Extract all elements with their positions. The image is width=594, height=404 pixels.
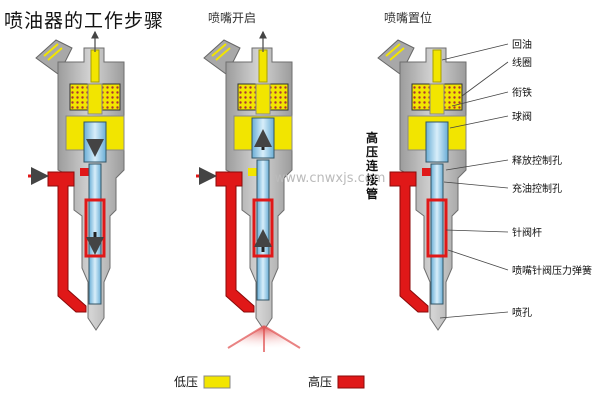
feed-hole [80, 168, 94, 176]
leader-line [441, 43, 509, 61]
side-label-char: 管 [366, 186, 378, 201]
part-label: 释放控制孔 [512, 154, 562, 167]
page-title: 喷油器的工作步骤 [4, 10, 165, 32]
feed-hole [422, 168, 436, 176]
feed-hole [248, 168, 262, 176]
legend: 低压 高压 [174, 374, 365, 389]
connector-wires [385, 43, 405, 61]
watermark: www.cnwxjs.com [275, 171, 386, 186]
leader-line [439, 311, 509, 319]
legend-swatch-low [203, 375, 231, 389]
side-label-high-pressure-pipe: 高压连接管 [366, 130, 379, 201]
connector-plug [377, 39, 415, 75]
side-label-char: 接 [366, 172, 378, 187]
high-pressure-channel [47, 171, 87, 313]
side-label-char: 压 [366, 145, 378, 159]
coil-left [411, 83, 431, 111]
part-label: 喷孔 [512, 307, 532, 319]
side-label-char: 连 [366, 158, 379, 173]
return-line [432, 49, 442, 83]
injector-closed [28, 30, 125, 331]
part-label: 针阀杆 [512, 226, 542, 239]
stage-title-reset: 喷嘴置位 [384, 10, 432, 25]
armature-spring [429, 83, 445, 115]
part-label: 衔铁 [512, 86, 532, 99]
coil-right [269, 83, 289, 111]
coil-left [237, 83, 257, 111]
connector-wires [211, 43, 231, 61]
injector-reset [377, 39, 467, 331]
connector-plug [35, 39, 73, 75]
leader-line [445, 159, 509, 171]
part-label: 线圈 [512, 56, 532, 69]
coil-right [101, 83, 121, 111]
connector-wires [43, 43, 63, 61]
part-label: 回油 [512, 38, 532, 51]
part-label: 喷嘴针阀压力弹簧 [512, 264, 592, 277]
leader-line [447, 249, 509, 271]
injector-open [196, 30, 312, 356]
part-label: 球阀 [512, 110, 532, 123]
legend-swatch-high [337, 375, 365, 389]
armature-spring [87, 83, 103, 115]
leader-line [443, 181, 509, 189]
high-pressure-channel [389, 171, 429, 313]
return-line [258, 49, 268, 83]
high-pressure-channel [215, 171, 255, 313]
leader-line [449, 115, 509, 129]
connector-plug [203, 39, 241, 75]
armature-spring [255, 83, 271, 115]
legend-label-high: 高压 [308, 374, 332, 389]
return-line [90, 49, 100, 83]
control-valve [425, 121, 449, 163]
spray-jets [227, 325, 301, 352]
leader-line [445, 229, 509, 233]
leader-line [451, 91, 509, 107]
needle-spring [426, 198, 448, 258]
coil-left [69, 83, 89, 111]
part-label: 充油控制孔 [512, 182, 562, 195]
needle-valve [430, 163, 444, 305]
side-label-char: 高 [366, 130, 378, 145]
leader-line [461, 61, 509, 97]
needle-valve [256, 159, 270, 301]
legend-label-low: 低压 [174, 375, 198, 389]
stage-title-open: 喷嘴开启 [208, 11, 256, 25]
